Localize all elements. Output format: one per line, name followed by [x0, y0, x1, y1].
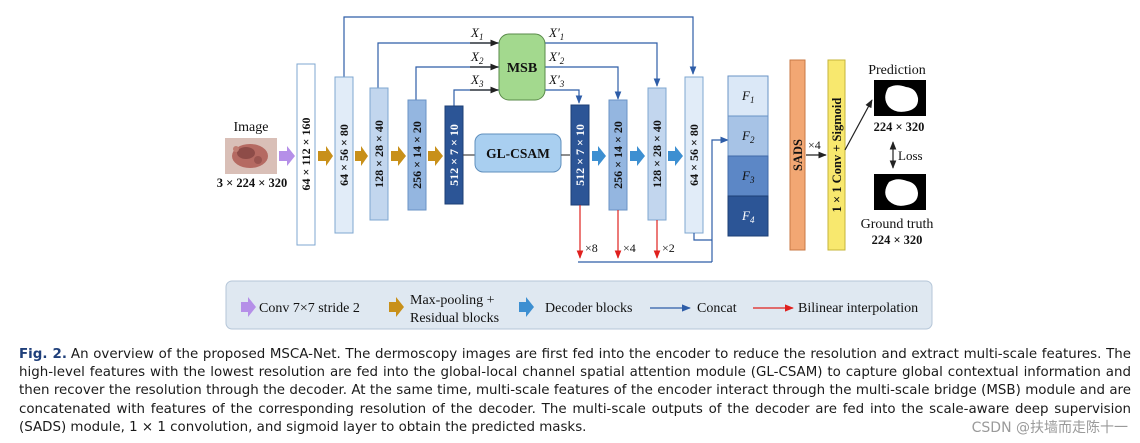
decoder-block-4-label: 64 × 56 × 80: [687, 124, 701, 186]
legend-bilinear-text: Bilinear interpolation: [798, 301, 918, 316]
figure-caption: Fig. 2.An overview of the proposed MSCA-…: [19, 346, 1131, 437]
ground-truth-size: 224 × 320: [872, 233, 923, 247]
encoder-block-5-label: 512 × 7 × 10: [447, 124, 461, 186]
feature-stack: F1 F2 F3 F4: [727, 75, 769, 237]
decoder-arrows: [592, 146, 683, 166]
msb-label: MSB: [507, 61, 537, 76]
legend-decoder-text: Decoder blocks: [545, 301, 632, 316]
figure-label: Fig. 2.: [19, 347, 67, 362]
upsample-x4: ×4: [623, 241, 636, 255]
figure-caption-text: An overview of the proposed MSCA-Net. Th…: [19, 347, 1131, 435]
svg-text:X2: X2: [470, 49, 484, 66]
prediction-size: 224 × 320: [874, 120, 925, 134]
encoder-block-2-label: 64 × 56 × 80: [337, 124, 351, 186]
decoder-block-2-label: 256 × 14 × 20: [611, 121, 625, 189]
encoder-block-2: [334, 76, 354, 234]
svg-text:X3: X3: [470, 72, 484, 89]
sads-block: [789, 59, 806, 251]
input-image: [225, 138, 277, 174]
ground-truth-label: Ground truth: [861, 217, 934, 232]
loss-label: Loss: [898, 148, 923, 163]
msca-net-diagram: MSB X1 X2 X3 X′1 X′2 X′3 Image 3 × 224 ×…: [217, 16, 934, 330]
prediction-label: Prediction: [868, 63, 926, 78]
to-prediction-arrow: [844, 99, 873, 151]
pool-arrows: [318, 146, 443, 166]
conv-sigmoid-label: 1 × 1 Conv + Sigmoid: [830, 98, 844, 213]
encoder-block-1-label: 64 × 112 × 160: [299, 117, 313, 190]
upsample-x8: ×8: [585, 241, 598, 255]
conv-arrow: [279, 146, 295, 166]
decoder: 512 × 7 × 10 256 × 14 × 20 128 × 28 × 40…: [570, 76, 704, 234]
svg-text:X′2: X′2: [548, 49, 565, 66]
input-label: Image: [234, 120, 269, 135]
legend-decoder-arrow: [519, 297, 534, 317]
sads-label: SADS: [791, 139, 805, 171]
decoder-block-3-label: 128 × 28 × 40: [650, 120, 664, 188]
legend-pool-arrow: [389, 297, 404, 317]
encoder-block-4: [407, 99, 427, 211]
legend-pool-text-2: Residual blocks: [410, 311, 499, 326]
sads-scale: ×4: [808, 138, 821, 152]
upsample-x2: ×2: [662, 241, 675, 255]
svg-text:X′3: X′3: [548, 72, 565, 89]
svg-text:X′1: X′1: [548, 25, 564, 42]
legend-concat-text: Concat: [697, 301, 737, 316]
feature-collector: [578, 136, 729, 263]
encoder-block-1: [296, 63, 316, 246]
encoder-block-3-label: 128 × 28 × 40: [372, 120, 386, 188]
msb-outputs: [545, 42, 661, 104]
decoder-block-1-label: 512 × 7 × 10: [573, 124, 587, 186]
conv-sigmoid-block: [827, 59, 846, 251]
encoder-block-4-label: 256 × 14 × 20: [410, 121, 424, 189]
input-size: 3 × 224 × 320: [217, 176, 288, 190]
bilinear-lines: [576, 205, 661, 259]
skip-arrowheads-black: [470, 39, 499, 94]
ground-truth-mask: [874, 174, 926, 210]
encoder-block-3: [369, 87, 389, 221]
watermark: CSDN @扶墙而走陈十一: [971, 420, 1128, 436]
legend-conv-arrow: [241, 297, 256, 317]
legend: Conv 7×7 stride 2 Max-pooling + Residual…: [225, 280, 933, 330]
svg-text:X1: X1: [470, 25, 483, 42]
prediction-mask: [874, 80, 926, 116]
gl-csam-block: [474, 133, 562, 173]
encoder: 64 × 112 × 160 64 × 56 × 80 128 × 28 × 4…: [296, 63, 464, 246]
msb-block: [498, 33, 546, 101]
gl-csam-label: GL-CSAM: [486, 146, 550, 161]
legend-conv-text: Conv 7×7 stride 2: [259, 301, 360, 316]
legend-pool-text-1: Max-pooling +: [410, 293, 495, 308]
